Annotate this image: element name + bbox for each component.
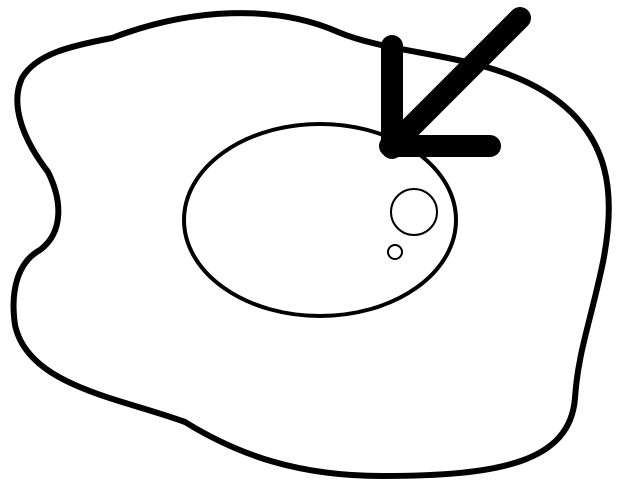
fried-egg-illustration bbox=[0, 0, 634, 484]
illustration-canvas bbox=[0, 0, 634, 484]
